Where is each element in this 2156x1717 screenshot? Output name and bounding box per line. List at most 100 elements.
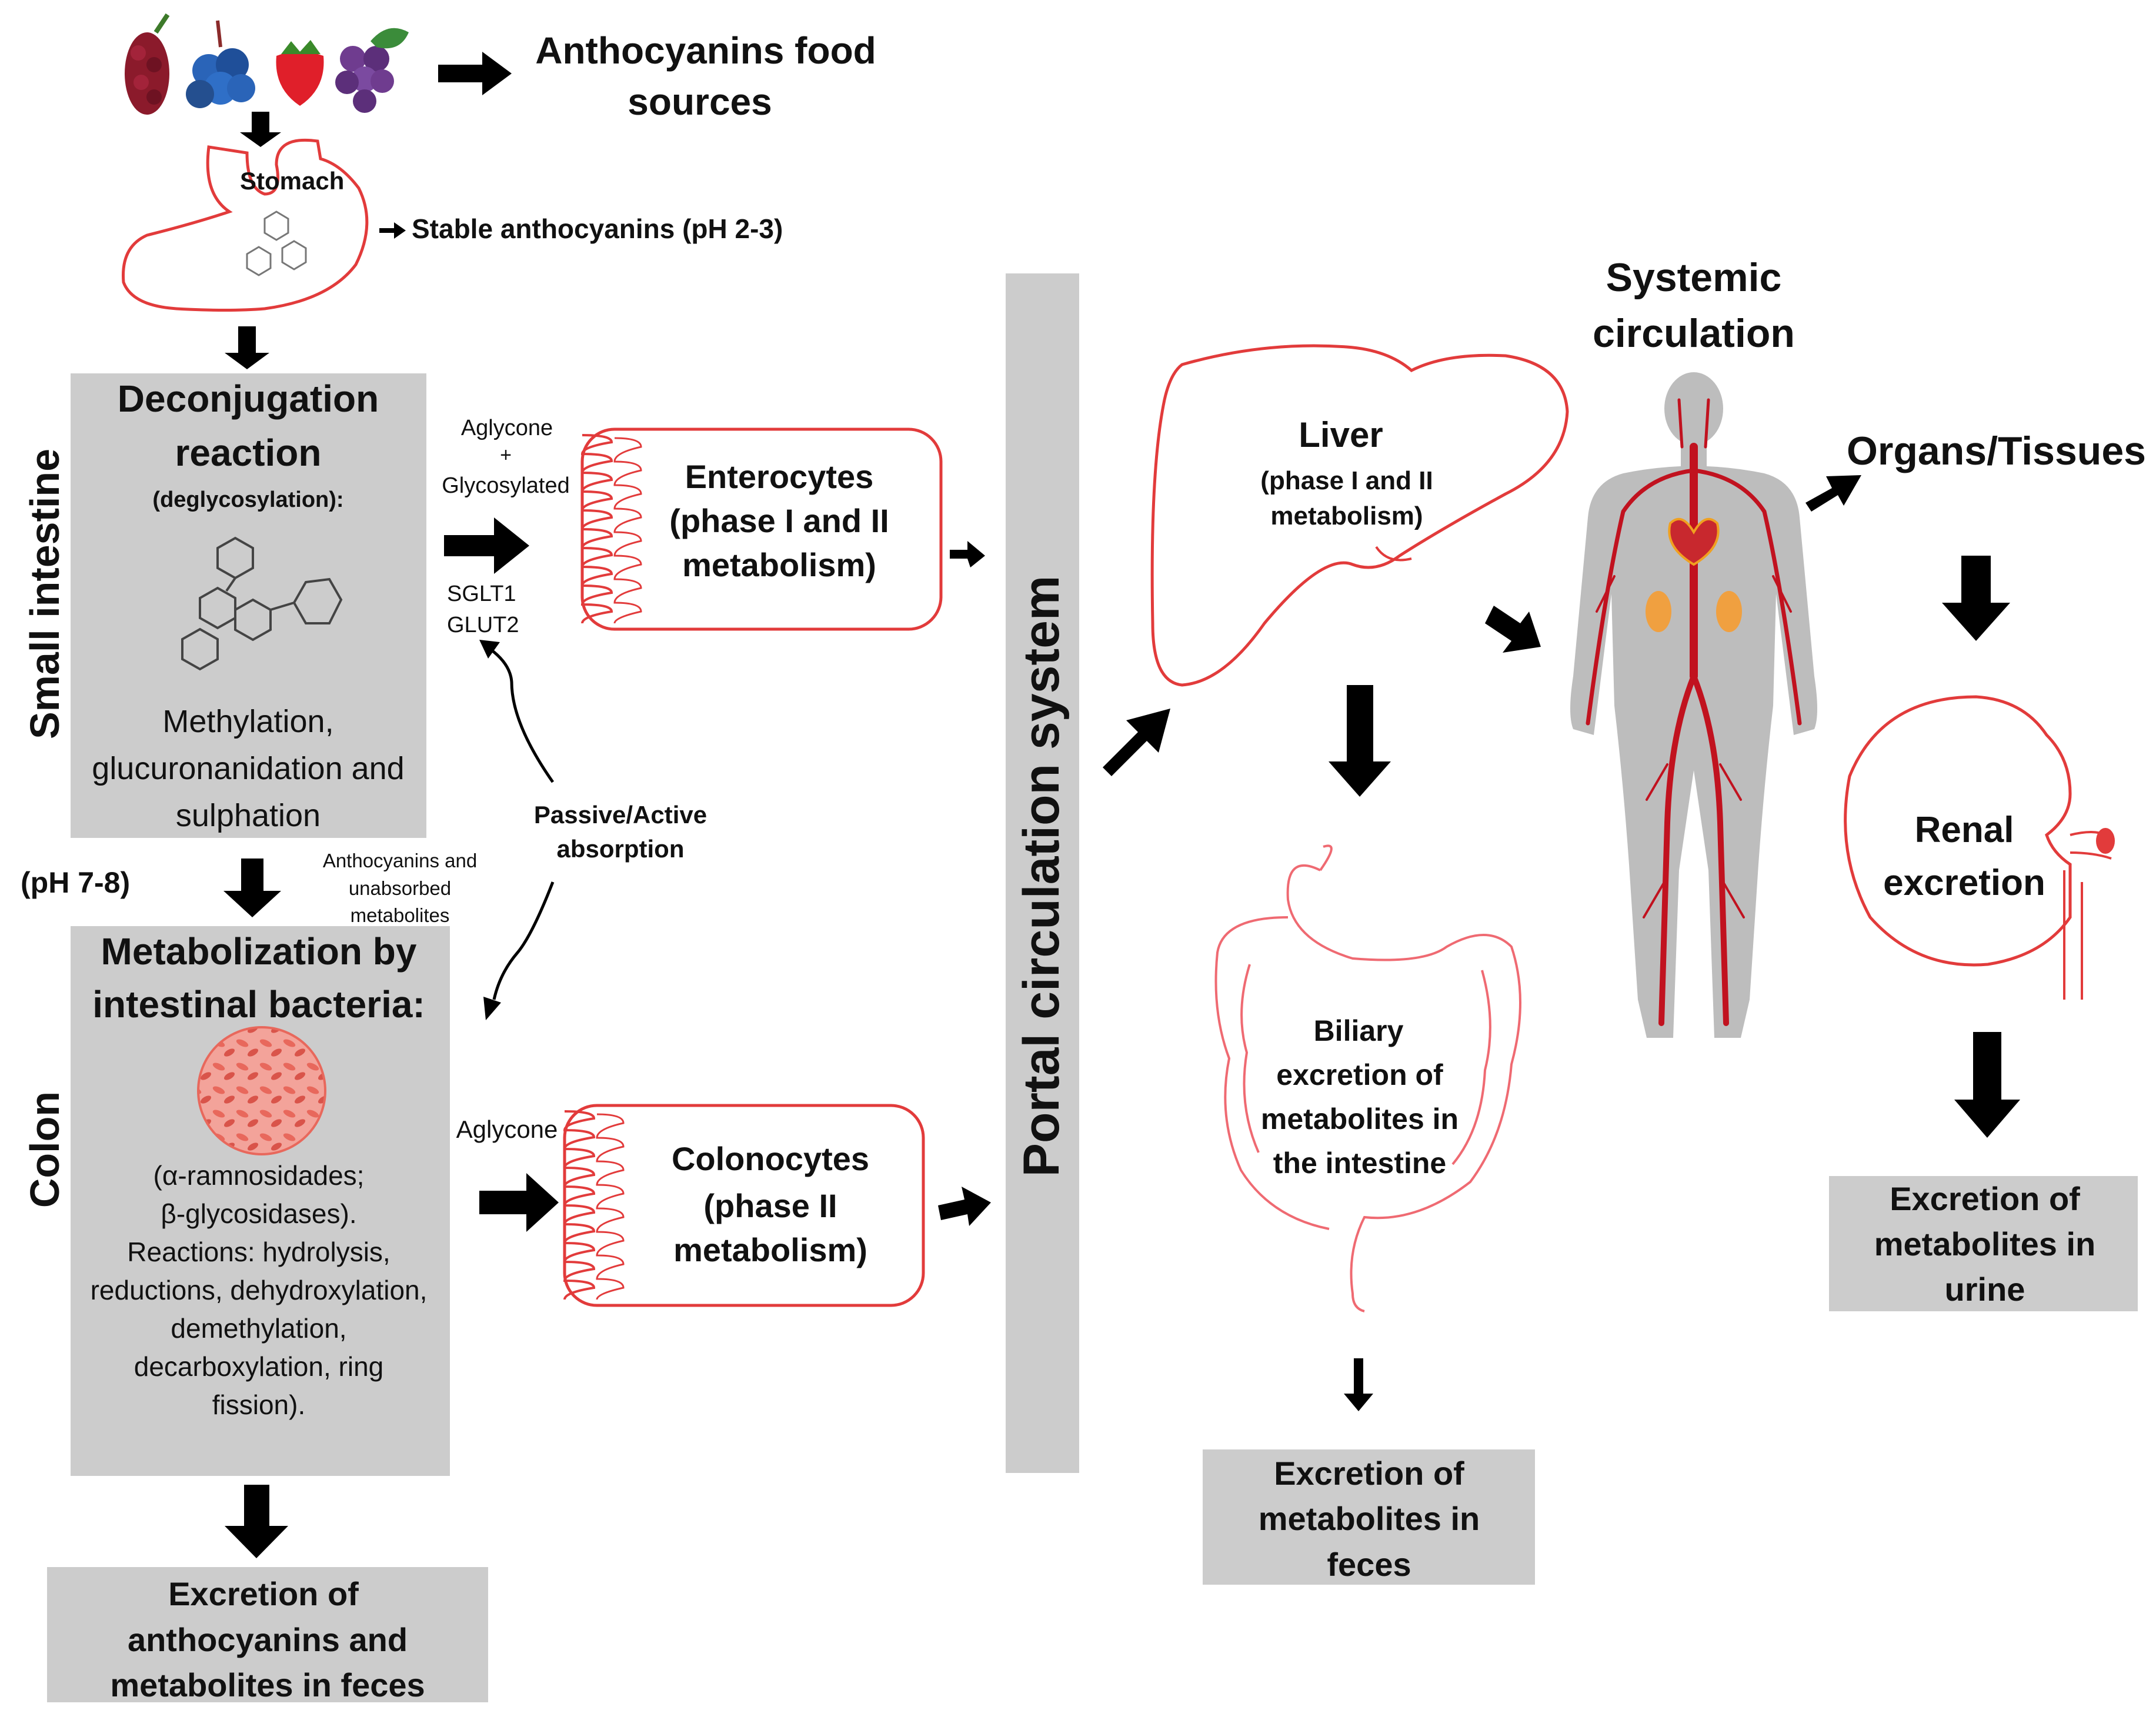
- biliary-line2: excretion of: [1276, 1058, 1443, 1091]
- plus-label: +: [500, 444, 512, 466]
- biliary-line4: the intestine: [1273, 1147, 1446, 1180]
- arrow-enterocytes-to-portal: [950, 541, 985, 567]
- portal-circulation-label: Portal circulation system: [1013, 576, 1070, 1177]
- systemic-line1: Systemic: [1606, 255, 1782, 300]
- intestine-outline: [1214, 844, 1521, 1312]
- excretion-urine-box: [1829, 1176, 2138, 1311]
- arrow-to-colonocytes: [479, 1173, 559, 1232]
- excretion-urine-line3: urine: [1945, 1271, 2025, 1308]
- stomach-outline: [122, 138, 369, 312]
- metabolization-title-2: intestinal bacteria:: [92, 983, 425, 1025]
- enterocytes-line1: Enterocytes: [685, 458, 874, 495]
- enterocytes-line3: metabolism): [682, 546, 876, 583]
- arrow-food-right: [438, 52, 512, 95]
- metabolization-title-1: Metabolization by: [101, 930, 417, 973]
- strawberry-icon: [276, 40, 324, 106]
- arrow-liver-down: [1329, 685, 1391, 797]
- renal-vessels: [2063, 831, 2112, 1000]
- colonocytes-line1: Colonocytes: [672, 1140, 869, 1177]
- biliary-line3: metabolites in: [1261, 1103, 1459, 1135]
- arrow-renal-down: [1954, 1032, 2020, 1138]
- reactions-line3: demethylation,: [171, 1313, 346, 1344]
- stomach-label: Stomach: [240, 167, 344, 195]
- liver-line2: (phase I and II: [1260, 466, 1433, 495]
- aglycone-top-label: Aglycone: [461, 416, 553, 440]
- arrow-to-organs: [1805, 475, 1861, 512]
- methylation-line2: glucuronanidation and: [92, 751, 404, 786]
- curved-arrow-down: [492, 881, 555, 1000]
- excretion-urine-line1: Excretion of: [1890, 1180, 2080, 1217]
- kidney-icon-left: [1646, 591, 1671, 632]
- deglycosylation-subtitle: (deglycosylation):: [152, 487, 343, 512]
- mulberry-icon: [125, 13, 170, 115]
- arrow-stomach-down: [225, 326, 269, 369]
- curved-arrow-down-head: [483, 997, 501, 1020]
- unabsorbed-line3: metabolites: [351, 904, 450, 926]
- biliary-line1: Biliary: [1314, 1014, 1404, 1047]
- glycosylated-label: Glycosylated: [442, 473, 570, 498]
- unabsorbed-line1: Anthocyanins and: [323, 850, 477, 871]
- bacteria-icon: [197, 1026, 326, 1155]
- passive-active-line1: Passive/Active: [534, 801, 707, 829]
- arrow-portal-to-liver: [1103, 709, 1170, 776]
- arrow-colonocytes-to-portal: [938, 1187, 991, 1226]
- reactions-line5: fission).: [212, 1389, 305, 1420]
- arrow-organs-down: [1942, 556, 2010, 641]
- ph-7-8-label: (pH 7-8): [21, 866, 130, 899]
- systemic-line2: circulation: [1593, 311, 1795, 356]
- enterocytes-villi: [580, 427, 943, 631]
- arrow-si-to-colon: [223, 858, 281, 917]
- renal-line2: excretion: [1883, 863, 2045, 903]
- arrow-intestine-down: [1344, 1358, 1373, 1411]
- curved-arrow-up-head: [479, 640, 500, 659]
- reactions-line4: decarboxylation, ring: [134, 1351, 383, 1382]
- liver-outline: [1150, 344, 1569, 687]
- human-body-icon: [1570, 372, 1817, 1038]
- deconjugation-title-2: reaction: [175, 432, 322, 474]
- colonocytes-villi: [563, 1104, 925, 1307]
- food-sources-line2: sources: [628, 81, 772, 123]
- blueberry-icon: [186, 20, 255, 108]
- passive-active-line2: absorption: [557, 835, 685, 863]
- colonocytes-line3: metabolism): [673, 1231, 867, 1268]
- enzymes-line2: β-glycosidases).: [161, 1198, 356, 1229]
- heart-icon: [1668, 517, 1720, 566]
- grapes-icon: [335, 28, 409, 113]
- arrow-stable: [379, 222, 406, 239]
- food-sources-line1: Anthocyanins food: [535, 29, 876, 72]
- arrow-colon-down: [225, 1485, 288, 1558]
- excretion-feces-colon-box: [47, 1567, 488, 1702]
- arrow-food-down: [240, 112, 281, 147]
- excretion-feces-line2: metabolites in: [1259, 1500, 1480, 1537]
- sglt1-label: SGLT1: [447, 582, 516, 606]
- colon-side-label: Colon: [22, 1091, 68, 1208]
- excretion-feces-box: [1203, 1449, 1535, 1585]
- aglycone-colon-label: Aglycone: [456, 1115, 558, 1143]
- molecule-icon: [246, 211, 307, 276]
- methylation-line1: Methylation,: [162, 704, 333, 739]
- arrow-to-enterocytes: [444, 517, 529, 574]
- excretion-colon-line2: anthocyanins and: [128, 1621, 408, 1658]
- small-intestine-side-label: Small intestine: [22, 449, 68, 739]
- reactions-line1: Reactions: hydrolysis,: [127, 1237, 390, 1267]
- liver-line1: Liver: [1299, 415, 1383, 455]
- glut2-label: GLUT2: [447, 613, 519, 637]
- enzymes-line1: (α-ramnosidades;: [153, 1160, 365, 1191]
- renal-line1: Renal: [1915, 810, 2014, 850]
- excretion-feces-line3: feces: [1327, 1546, 1411, 1583]
- excretion-feces-line1: Excretion of: [1274, 1455, 1464, 1492]
- liver-line3: metabolism): [1270, 502, 1423, 530]
- curved-arrow-up: [490, 649, 555, 783]
- reactions-line2: reductions, dehydroxylation,: [91, 1275, 428, 1305]
- liver-gallbladder: [1375, 546, 1412, 562]
- renal-artery-icon: [2096, 828, 2115, 854]
- excretion-urine-line2: metabolites in: [1874, 1225, 2096, 1262]
- kidney-outline: [1844, 695, 2072, 967]
- portal-circulation-bar: [1006, 273, 1079, 1473]
- kidney-icon-right: [1716, 591, 1742, 632]
- food-sources: [125, 13, 409, 115]
- arrow-liver-to-systemic: [1485, 606, 1541, 653]
- excretion-colon-line3: metabolites in feces: [110, 1666, 425, 1703]
